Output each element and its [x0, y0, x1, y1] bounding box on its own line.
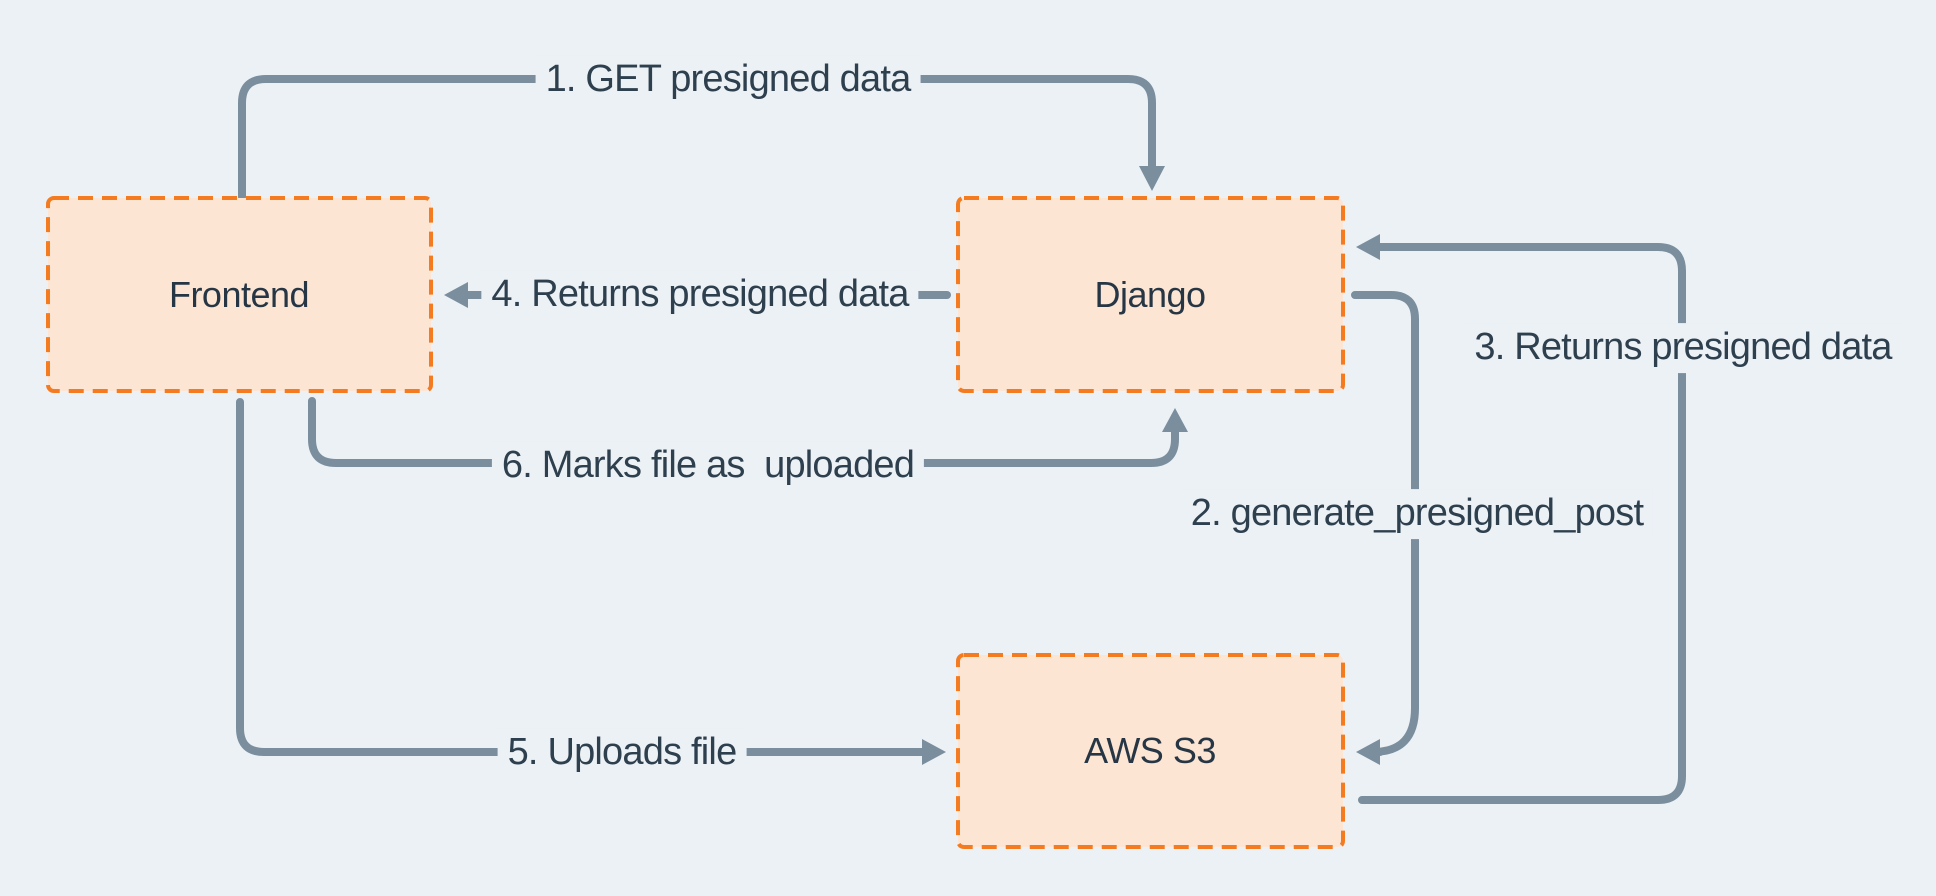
edge-3-path: [1358, 243, 1686, 804]
edge-2-path: [1351, 291, 1419, 756]
aws-s3-node-label: AWS S3: [1084, 730, 1216, 771]
edge-2-label: 2. generate_presigned_post: [1180, 489, 1654, 539]
edge-3-arrowhead: [1356, 234, 1380, 260]
edge-1-arrowhead: [1139, 166, 1165, 191]
edge-1-label: 1. GET presigned data: [535, 55, 921, 105]
edge-4-arrowhead: [444, 282, 468, 308]
edge-5-arrowhead: [922, 739, 946, 765]
django-node-box: [956, 196, 1345, 393]
edge-4-label: 4. Returns presigned data: [481, 270, 919, 320]
edge-6-arrowhead: [1162, 408, 1188, 432]
aws-s3-node-box: [956, 653, 1345, 849]
edge-5-path: [236, 398, 926, 756]
edge-6-label: 6. Marks file as uploaded: [491, 441, 925, 491]
edge-5-label: 5. Uploads file: [497, 728, 747, 778]
frontend-node-label: Frontend: [168, 274, 310, 315]
frontend-node-box: [46, 196, 433, 393]
edge-3-label: 3. Returns presigned data: [1464, 323, 1902, 373]
django-node-label: Django: [1094, 274, 1206, 315]
edge-2-arrowhead: [1356, 739, 1380, 765]
